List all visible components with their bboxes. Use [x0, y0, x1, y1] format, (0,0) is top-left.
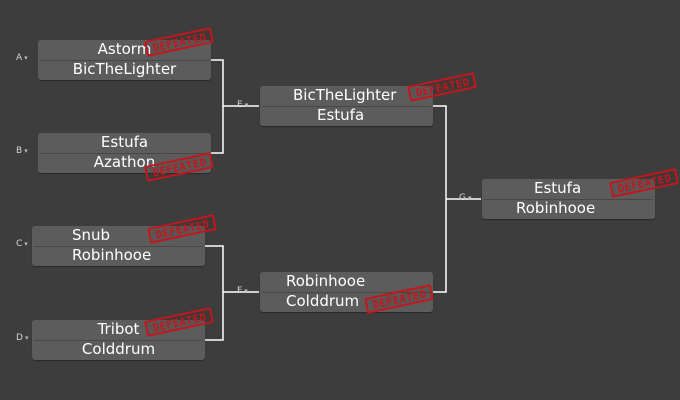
match-box-e: BicTheLighter Estufa: [260, 86, 433, 126]
match-e-player-1[interactable]: BicTheLighter: [293, 86, 397, 104]
chevron-down-icon: ▾: [24, 54, 28, 62]
match-id-f: F: [237, 286, 243, 296]
match-divider: [262, 291, 431, 293]
match-d-player-1[interactable]: Tribot: [97, 320, 140, 338]
match-d-player-2[interactable]: Colddrum: [81, 340, 156, 358]
match-id-g: G: [459, 193, 466, 203]
match-box-d: Tribot Colddrum: [32, 320, 205, 360]
match-divider: [40, 152, 209, 154]
match-box-f: Robinhooe Colddrum: [260, 272, 433, 312]
match-f-player-1[interactable]: Robinhooe: [286, 272, 366, 290]
match-e-player-2[interactable]: Estufa: [317, 106, 365, 124]
chevron-down-icon: ▾: [24, 240, 28, 248]
match-label-g[interactable]: G ▾: [459, 193, 472, 203]
match-label-f[interactable]: F ▾: [237, 286, 248, 296]
match-b-player-2[interactable]: Azathon: [93, 153, 156, 171]
match-box-a: Astorm BicTheLighter: [38, 40, 211, 80]
chevron-down-icon: ▾: [24, 147, 28, 155]
connector-c-to-f: [205, 245, 224, 341]
match-divider: [262, 105, 431, 107]
match-divider: [484, 198, 653, 200]
defeated-stamp: DEFEATED: [407, 72, 477, 102]
match-id-b: B: [16, 146, 23, 156]
match-label-c[interactable]: C ▾: [16, 239, 28, 249]
match-g-player-2[interactable]: Robinhooe: [516, 199, 596, 217]
match-divider: [34, 245, 203, 247]
match-id-d: D: [16, 333, 23, 343]
match-label-a[interactable]: A ▾: [16, 53, 28, 63]
match-box-b: Estufa Azathon: [38, 133, 211, 173]
match-a-player-2[interactable]: BicTheLighter: [72, 60, 177, 78]
chevron-down-icon: ▾: [244, 101, 249, 109]
connector-a-to-e: [211, 59, 224, 154]
match-label-b[interactable]: B ▾: [16, 146, 28, 156]
match-label-e[interactable]: E ▾: [237, 100, 248, 110]
connector-e-to-g: [433, 105, 447, 293]
match-divider: [40, 59, 209, 61]
match-b-player-1[interactable]: Estufa: [100, 133, 149, 151]
match-c-player-2[interactable]: Robinhooe: [72, 246, 152, 264]
match-divider: [34, 339, 203, 341]
match-f-player-2[interactable]: Colddrum: [286, 292, 360, 310]
chevron-down-icon: ▾: [24, 334, 29, 342]
match-a-player-1[interactable]: Astorm: [97, 40, 152, 58]
match-box-c: Snub Robinhooe: [32, 226, 205, 266]
match-id-e: E: [237, 100, 243, 110]
chevron-down-icon: ▾: [244, 287, 248, 295]
match-g-player-1[interactable]: Estufa: [534, 179, 582, 197]
match-id-c: C: [16, 239, 23, 249]
match-id-a: A: [16, 53, 23, 63]
match-box-g: Estufa Robinhooe: [482, 179, 655, 219]
match-c-player-1[interactable]: Snub: [72, 226, 111, 244]
chevron-down-icon: ▾: [467, 194, 472, 202]
match-label-d[interactable]: D ▾: [16, 333, 28, 343]
